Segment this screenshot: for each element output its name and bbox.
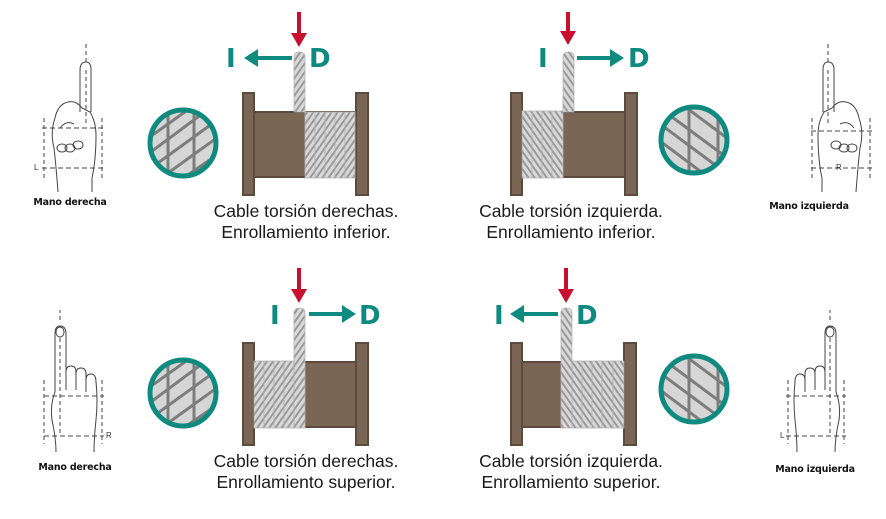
label-d: D [628, 44, 650, 74]
cable-wraps [304, 111, 356, 179]
lay-detail-circle [147, 107, 219, 179]
caption-line-2: Enrollamiento superior. [216, 472, 396, 492]
cable-wraps [253, 360, 295, 429]
hand-label-top-right: Mano izquierda [769, 201, 849, 212]
caption-line-1: Cable torsión izquierda. [479, 451, 663, 471]
spool [242, 51, 369, 196]
cable-lead [293, 307, 306, 429]
caption-line-1: Cable torsión derechas. [213, 451, 399, 471]
left-hand-icon [786, 310, 846, 453]
teal-arrow-left-icon [244, 49, 292, 67]
lay-detail-circle [658, 353, 730, 425]
caption-top-left: Cable torsión derechas. Enrollamiento in… [176, 201, 436, 243]
right-hand-icon [43, 310, 104, 453]
right-hand-icon [42, 42, 105, 193]
cable-lead [560, 307, 573, 429]
red-down-arrow-icon [560, 12, 576, 45]
hand-letter-l: L [780, 431, 785, 440]
label-d: D [359, 301, 381, 331]
hand-label-bottom-left: Mano derecha [38, 462, 112, 473]
caption-top-right: Cable torsión izquierda. Enrollamiento i… [441, 201, 701, 243]
caption-line-2: Enrollamiento superior. [481, 472, 661, 492]
teal-arrow-left-icon [510, 305, 558, 323]
label-i: I [494, 301, 504, 331]
teal-arrow-right-icon [309, 305, 356, 323]
label-i: I [226, 44, 236, 74]
lay-detail-circle [658, 104, 730, 176]
hand-label-top-left: Mano derecha [33, 197, 107, 208]
left-hand-icon [809, 42, 872, 193]
panel-bottom-right: I D [494, 268, 846, 453]
lay-detail-circle [147, 357, 219, 429]
label-i: I [538, 44, 548, 74]
hand-label-bottom-right: Mano izquierda [775, 464, 855, 475]
label-d: D [576, 301, 598, 331]
cable-wraps [521, 110, 564, 179]
spool [510, 51, 638, 196]
caption-line-1: Cable torsión izquierda. [479, 201, 663, 221]
cable-wraps [571, 360, 625, 429]
spool [242, 307, 369, 446]
cable-lead [293, 51, 306, 113]
caption-line-1: Cable torsión derechas. [213, 201, 399, 221]
caption-line-2: Enrollamiento inferior. [486, 222, 656, 242]
caption-bottom-left: Cable torsión derechas. Enrollamiento su… [176, 451, 436, 493]
red-down-arrow-icon [291, 12, 307, 47]
red-down-arrow-icon [558, 268, 574, 303]
label-i: I [270, 301, 280, 331]
teal-arrow-right-icon [577, 49, 624, 67]
caption-bottom-right: Cable torsión izquierda. Enrollamiento s… [441, 451, 701, 493]
label-d: D [309, 44, 331, 74]
hand-letter-l: L [34, 163, 39, 172]
panel-top-left: L [34, 12, 369, 196]
panel-top-right: I D [510, 12, 872, 196]
hand-letter-r: R [106, 431, 112, 440]
hand-letter-r: R [836, 163, 842, 172]
spool [510, 307, 637, 446]
panel-bottom-left: R [43, 268, 381, 453]
red-down-arrow-icon [291, 268, 307, 303]
caption-line-2: Enrollamiento inferior. [221, 222, 391, 242]
cable-lead [562, 51, 575, 113]
